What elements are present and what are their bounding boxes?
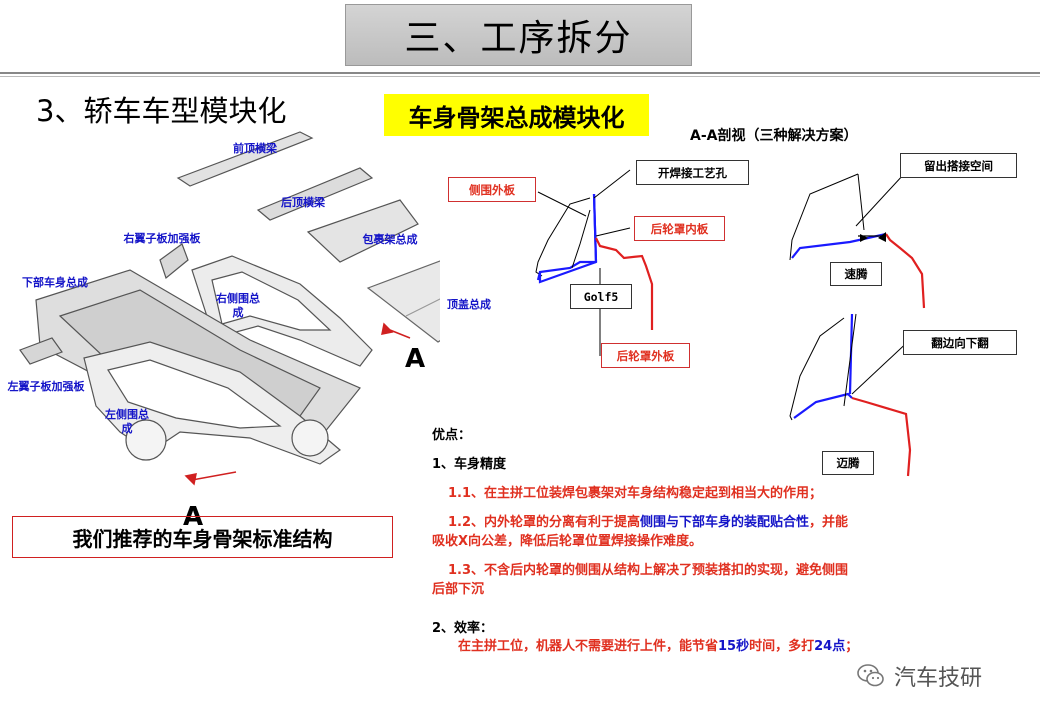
label-right-side: 右侧围总成 (216, 292, 260, 319)
wechat-icon (857, 664, 884, 687)
divider (0, 76, 1040, 77)
advantage-2-part-d: 24点 (814, 639, 846, 654)
label-underbody: 下部车身总成 (22, 276, 88, 289)
body-exploded-diagram (19, 131, 440, 486)
watermark-text: 汽车技研 (894, 666, 983, 691)
advantage-1-2: 1.2、内外轮罩的分离有利于提高侧围与下部车身的装配贴合性，并能 (448, 513, 958, 532)
section-marker-a-right: A (405, 344, 426, 374)
label-left-fender-reinforce: 左翼子板加强板 (7, 380, 85, 393)
callout-flange-down: 翻边向下翻 (903, 330, 1017, 355)
callout-overlap-space: 留出搭接空间 (900, 153, 1017, 178)
section-marker-a-bottom: A (183, 502, 204, 532)
advantage-1-1: 1.1、在主拼工位装焊包裹架对车身结构稳定起到相当大的作用； (448, 486, 823, 501)
label-rear-roof-beam: 后顶横梁 (281, 196, 325, 209)
label-left-side: 左侧围总成 (105, 408, 149, 435)
callout-weld-hole: 开焊接工艺孔 (636, 160, 749, 185)
page-title: 三、工序拆分 (345, 4, 692, 66)
advantage-2-title: 2、效率： (432, 621, 494, 636)
section-diagrams (535, 169, 926, 477)
callout-wheelhouse-inner: 后轮罩内板 (634, 216, 725, 241)
highlight-title: 车身骨架总成模块化 (384, 94, 649, 136)
callout-golf5: Golf5 (570, 284, 632, 309)
divider (0, 72, 1040, 74)
advantage-2-text: 在主拼工位，机器人不需要进行上件，能节省15秒时间，多打24点； (458, 637, 858, 656)
advantage-1-title: 1、车身精度 (432, 457, 507, 472)
advantage-2-part-c: 时间，多打 (749, 639, 815, 654)
advantage-1-2-part-a: 1.2、内外轮罩的分离有利于提高 (448, 515, 641, 530)
callout-sagitar: 速腾 (830, 262, 882, 286)
advantage-2-part-a: 在主拼工位，机器人不需要进行上件，能节省 (458, 639, 719, 654)
advantage-2-part-b: 15秒 (718, 639, 750, 654)
advantage-1-3-cont: 后部下沉 (432, 582, 485, 597)
label-parcel-shelf: 包裹架总成 (362, 233, 418, 246)
callout-magotan: 迈腾 (822, 451, 874, 475)
advantages-heading: 优点： (432, 428, 472, 443)
label-front-roof-beam: 前顶横梁 (233, 142, 277, 155)
recommend-box: 我们推荐的车身骨架标准结构 (12, 516, 393, 558)
section-view-heading: A-A剖视（三种解决方案） (690, 128, 858, 144)
callout-side-outer: 侧围外板 (448, 177, 536, 202)
section-title: 3、轿车车型模块化 (36, 94, 287, 128)
label-right-fender-reinforce: 右翼子板加强板 (123, 232, 201, 245)
advantage-2-part-e: ； (845, 639, 859, 654)
label-roof: 顶盖总成 (447, 298, 491, 311)
advantage-1-2-cont: 吸收X向公差，降低后轮罩位置焊接操作难度。 (432, 534, 703, 549)
callout-wheelhouse-outer: 后轮罩外板 (601, 343, 690, 368)
advantage-1-2-part-b: 侧围与下部车身的装配贴合性 (640, 515, 810, 530)
watermark: 汽车技研 (856, 660, 982, 692)
advantage-1-3: 1.3、不含后内轮罩的侧围从结构上解决了预装搭扣的实现，避免侧围 (448, 563, 849, 578)
advantage-1-2-part-c: ，并能 (809, 515, 849, 530)
